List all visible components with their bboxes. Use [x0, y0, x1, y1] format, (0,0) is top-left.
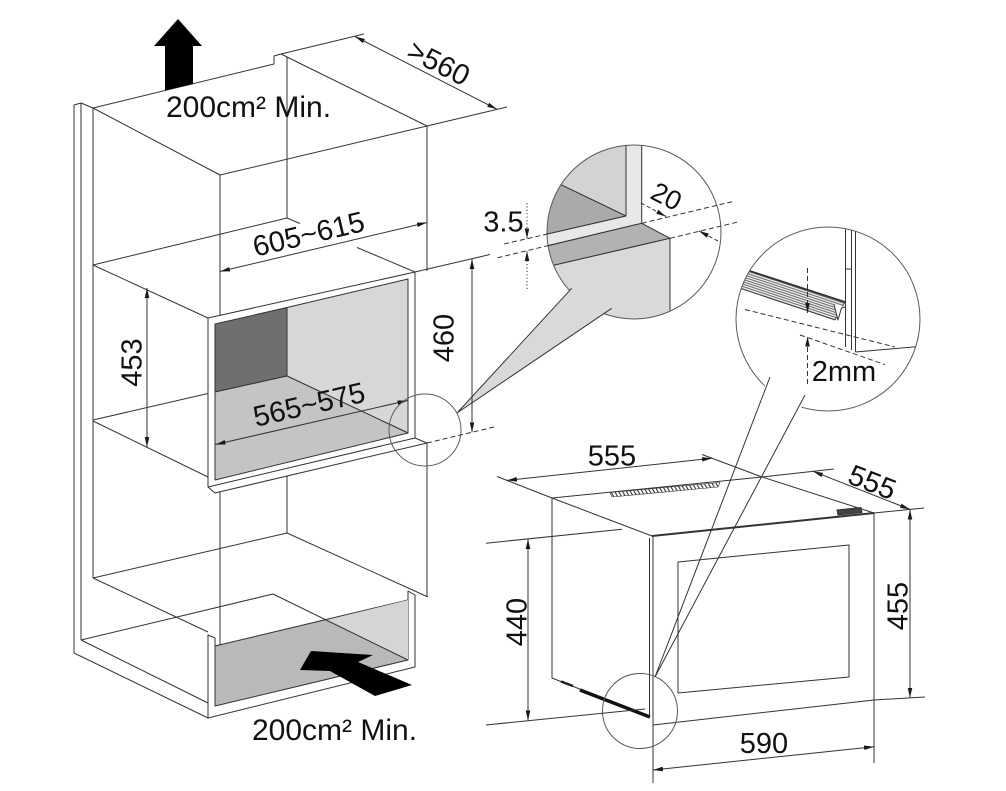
plinth-frame — [207, 590, 416, 719]
width-dimension-line — [506, 457, 713, 482]
overlap-dimension-arrow-top — [640, 202, 667, 217]
outer-width-dimension-line — [219, 222, 428, 272]
depth-dimension-line — [354, 36, 498, 110]
side-height-dimension-label: 453 — [116, 338, 148, 386]
appliance-top-vent — [609, 482, 721, 498]
front-width-dimension-line — [652, 745, 875, 772]
appliance-depth-dimension-label: 555 — [844, 459, 901, 507]
width-dimension-label: 555 — [588, 441, 636, 473]
upper-shelf-edges — [92, 217, 416, 319]
lower-compartment-edges — [92, 532, 429, 633]
plinth-opening-side — [325, 600, 408, 660]
overlap-dimension-arrow-bottom — [698, 230, 719, 242]
appliance-dimensions: 555 555 455 440 590 — [485, 441, 926, 783]
clearance-reference-line-top — [744, 309, 896, 348]
callout-leader-clearance-edges — [654, 376, 806, 678]
detail-floor-line — [855, 345, 920, 353]
detail-clearance-section — [736, 227, 920, 384]
front-height-extension-lines — [873, 696, 926, 701]
front-height-extension-bottom — [426, 426, 495, 444]
top-ventilation-label: 200cm² Min. — [166, 91, 331, 124]
clearance-label: 2mm — [812, 356, 876, 388]
gap-extension-lines — [496, 233, 550, 259]
appliance-depth-extension-lines — [761, 468, 925, 514]
detail-view-bottom-clearance: 2mm — [654, 226, 921, 678]
niche-floor-edges — [92, 393, 209, 478]
gap-dimension-label: 3.5 — [483, 207, 523, 239]
width-extension-lines — [496, 454, 763, 499]
bottom-ventilation-label: 200cm² Min. — [252, 714, 417, 747]
detail-clearance-background — [736, 227, 920, 411]
appliance — [551, 476, 875, 749]
front-height-extension-top — [414, 254, 491, 273]
callout-leader-gap — [457, 288, 612, 413]
callout-leader-clearance-gap — [752, 375, 808, 418]
appliance-door-top-edge — [651, 512, 875, 537]
appliance-foot — [560, 680, 574, 688]
plinth-back-edges — [80, 593, 409, 661]
depth-dimension-label: >560 — [402, 35, 475, 93]
appliance-depth-dimension-line — [812, 470, 911, 510]
appliance-door-window — [677, 544, 850, 694]
detail-callout-circle-gap — [546, 144, 722, 320]
front-height-dimension-label: 460 — [428, 314, 460, 362]
detail-grille-end-clip — [833, 304, 846, 321]
detail-gap-strip — [547, 145, 643, 251]
detail-grille-top-edge — [736, 264, 846, 303]
appliance-front-height-dimension-label: 455 — [882, 582, 914, 630]
airflow-up-arrow-icon — [154, 19, 202, 91]
front-width-dimension-label: 590 — [740, 728, 788, 760]
airflow-inlet-arrow-icon — [300, 651, 412, 696]
depth-extension-lines — [280, 33, 508, 127]
outer-width-dimension-label: 605~615 — [250, 206, 368, 263]
side-panel-edges — [73, 102, 209, 719]
appliance-base-trim — [579, 688, 651, 719]
front-height-dimension: 460 — [414, 254, 495, 444]
body-height-extension-lines — [485, 528, 646, 726]
inner-width-dimension-line — [215, 400, 408, 445]
detail-callout-circle-base — [602, 673, 678, 749]
callout-leader-gap-edges — [456, 287, 612, 414]
body-height-dimension-label: 440 — [501, 598, 533, 646]
overlap-extension-lines — [641, 200, 741, 239]
cabinet-top-edges — [92, 53, 428, 176]
appliance-front-edges — [649, 513, 875, 726]
detail-view-frame-gap: 3.5 20 — [388, 144, 741, 467]
detail-door-edges — [845, 227, 856, 352]
detail-callout-circle-niche — [388, 393, 462, 467]
niche-frame-lip — [207, 437, 428, 494]
clearance-reference-line-bottom — [799, 334, 886, 366]
detail-callout-circle-clearance — [735, 226, 921, 412]
